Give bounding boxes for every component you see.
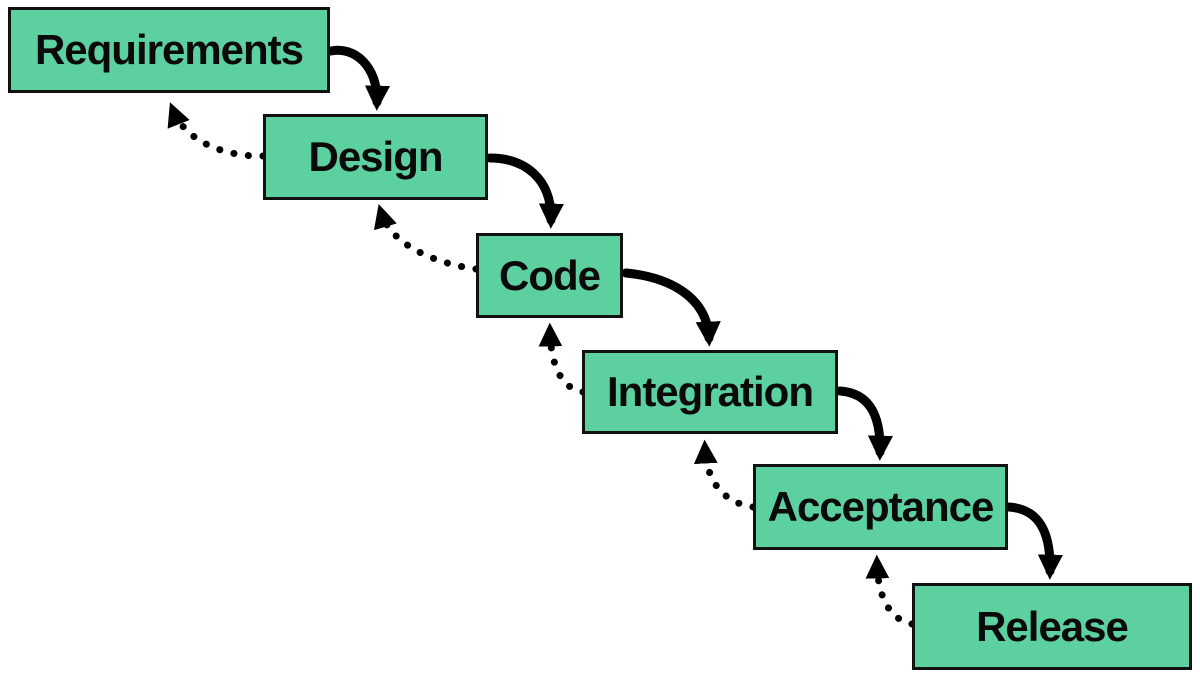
feedback-arrow-code-to-design [373, 204, 480, 273]
stage-box-release: Release [912, 583, 1192, 670]
forward-arrow-requirements-to-design [326, 45, 391, 111]
stage-box-design: Design [263, 114, 488, 200]
forward-arrow-code-to-integration [621, 268, 721, 347]
feedback-arrow-integration-to-code [538, 322, 587, 396]
feedback-arrow-acceptance-to-integration [693, 439, 757, 511]
stage-label-acceptance: Acceptance [767, 483, 995, 530]
feedback-arrow-release-to-acceptance [865, 554, 916, 628]
stage-box-integration: Integration [582, 350, 838, 434]
stage-box-code: Code [476, 233, 623, 318]
stage-label-release: Release [976, 602, 1129, 650]
forward-arrow-design-to-code [485, 153, 564, 229]
forward-arrow-acceptance-to-release [1004, 502, 1063, 580]
forward-arrow-integration-to-acceptance [835, 386, 893, 461]
stage-label-design: Design [308, 133, 443, 180]
stage-box-requirements: Requirements [8, 7, 330, 93]
feedback-arrow-design-to-requirements [167, 102, 267, 160]
stage-box-acceptance: Acceptance [753, 464, 1008, 550]
stage-label-code: Code [499, 251, 601, 299]
stage-label-integration: Integration [607, 368, 814, 415]
stage-label-requirements: Requirements [34, 26, 304, 73]
